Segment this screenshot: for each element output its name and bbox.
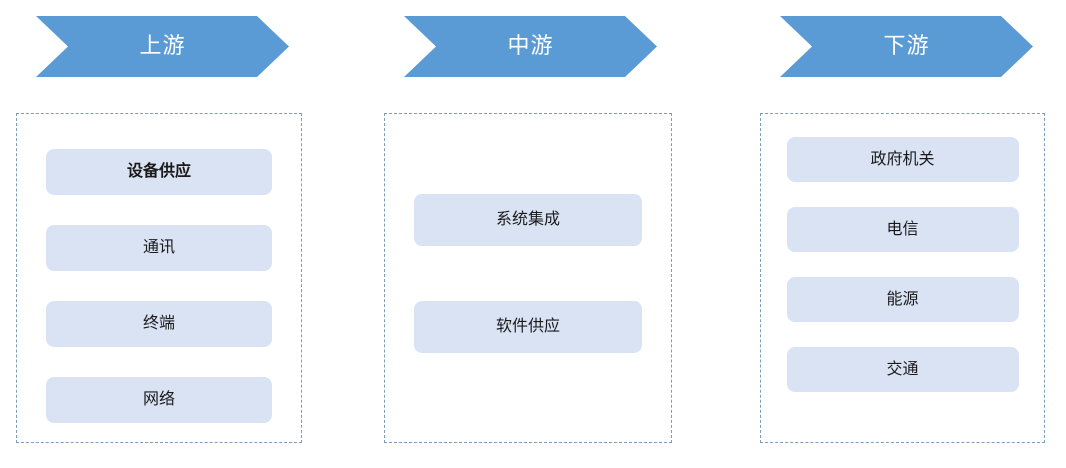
item-label: 政府机关 (870, 150, 935, 168)
column-downstream: 下游 政府机关 电信 能源 交通 (760, 0, 1045, 468)
item-label: 软件供应 (495, 318, 560, 335)
midstream-stage-label: 中游 (507, 32, 554, 58)
item-transportation: 交通 (786, 347, 1019, 392)
item-label: 网络 (142, 391, 175, 408)
upstream-container: 设备供应 通讯 终端 网络 (16, 113, 302, 443)
item-terminal: 终端 (46, 301, 272, 347)
item-label: 设备供应 (126, 163, 191, 180)
item-label: 交通 (886, 360, 919, 378)
item-label: 系统集成 (495, 211, 560, 228)
item-label: 能源 (886, 290, 919, 308)
item-label: 电信 (886, 220, 919, 238)
upstream-stage-arrow: 上游 (36, 16, 289, 77)
midstream-container: 系统集成 软件供应 (384, 113, 672, 443)
item-equipment-supply: 设备供应 (46, 149, 272, 195)
column-midstream: 中游 系统集成 软件供应 (384, 0, 672, 468)
item-telecom: 电信 (786, 207, 1019, 252)
midstream-stage-arrow: 中游 (404, 16, 657, 77)
item-network: 网络 (46, 377, 272, 423)
item-government: 政府机关 (786, 137, 1019, 182)
item-communication: 通讯 (46, 225, 272, 271)
item-software-supply: 软件供应 (414, 301, 642, 353)
downstream-stage-label: 下游 (883, 32, 930, 58)
downstream-container: 政府机关 电信 能源 交通 (760, 113, 1045, 443)
downstream-stage-arrow: 下游 (780, 16, 1033, 77)
item-system-integration: 系统集成 (414, 194, 642, 246)
upstream-stage-label: 上游 (139, 32, 186, 58)
item-label: 终端 (142, 315, 175, 332)
item-label: 通讯 (142, 239, 175, 256)
item-energy: 能源 (786, 277, 1019, 322)
column-upstream: 上游 设备供应 通讯 终端 网络 (16, 0, 302, 468)
